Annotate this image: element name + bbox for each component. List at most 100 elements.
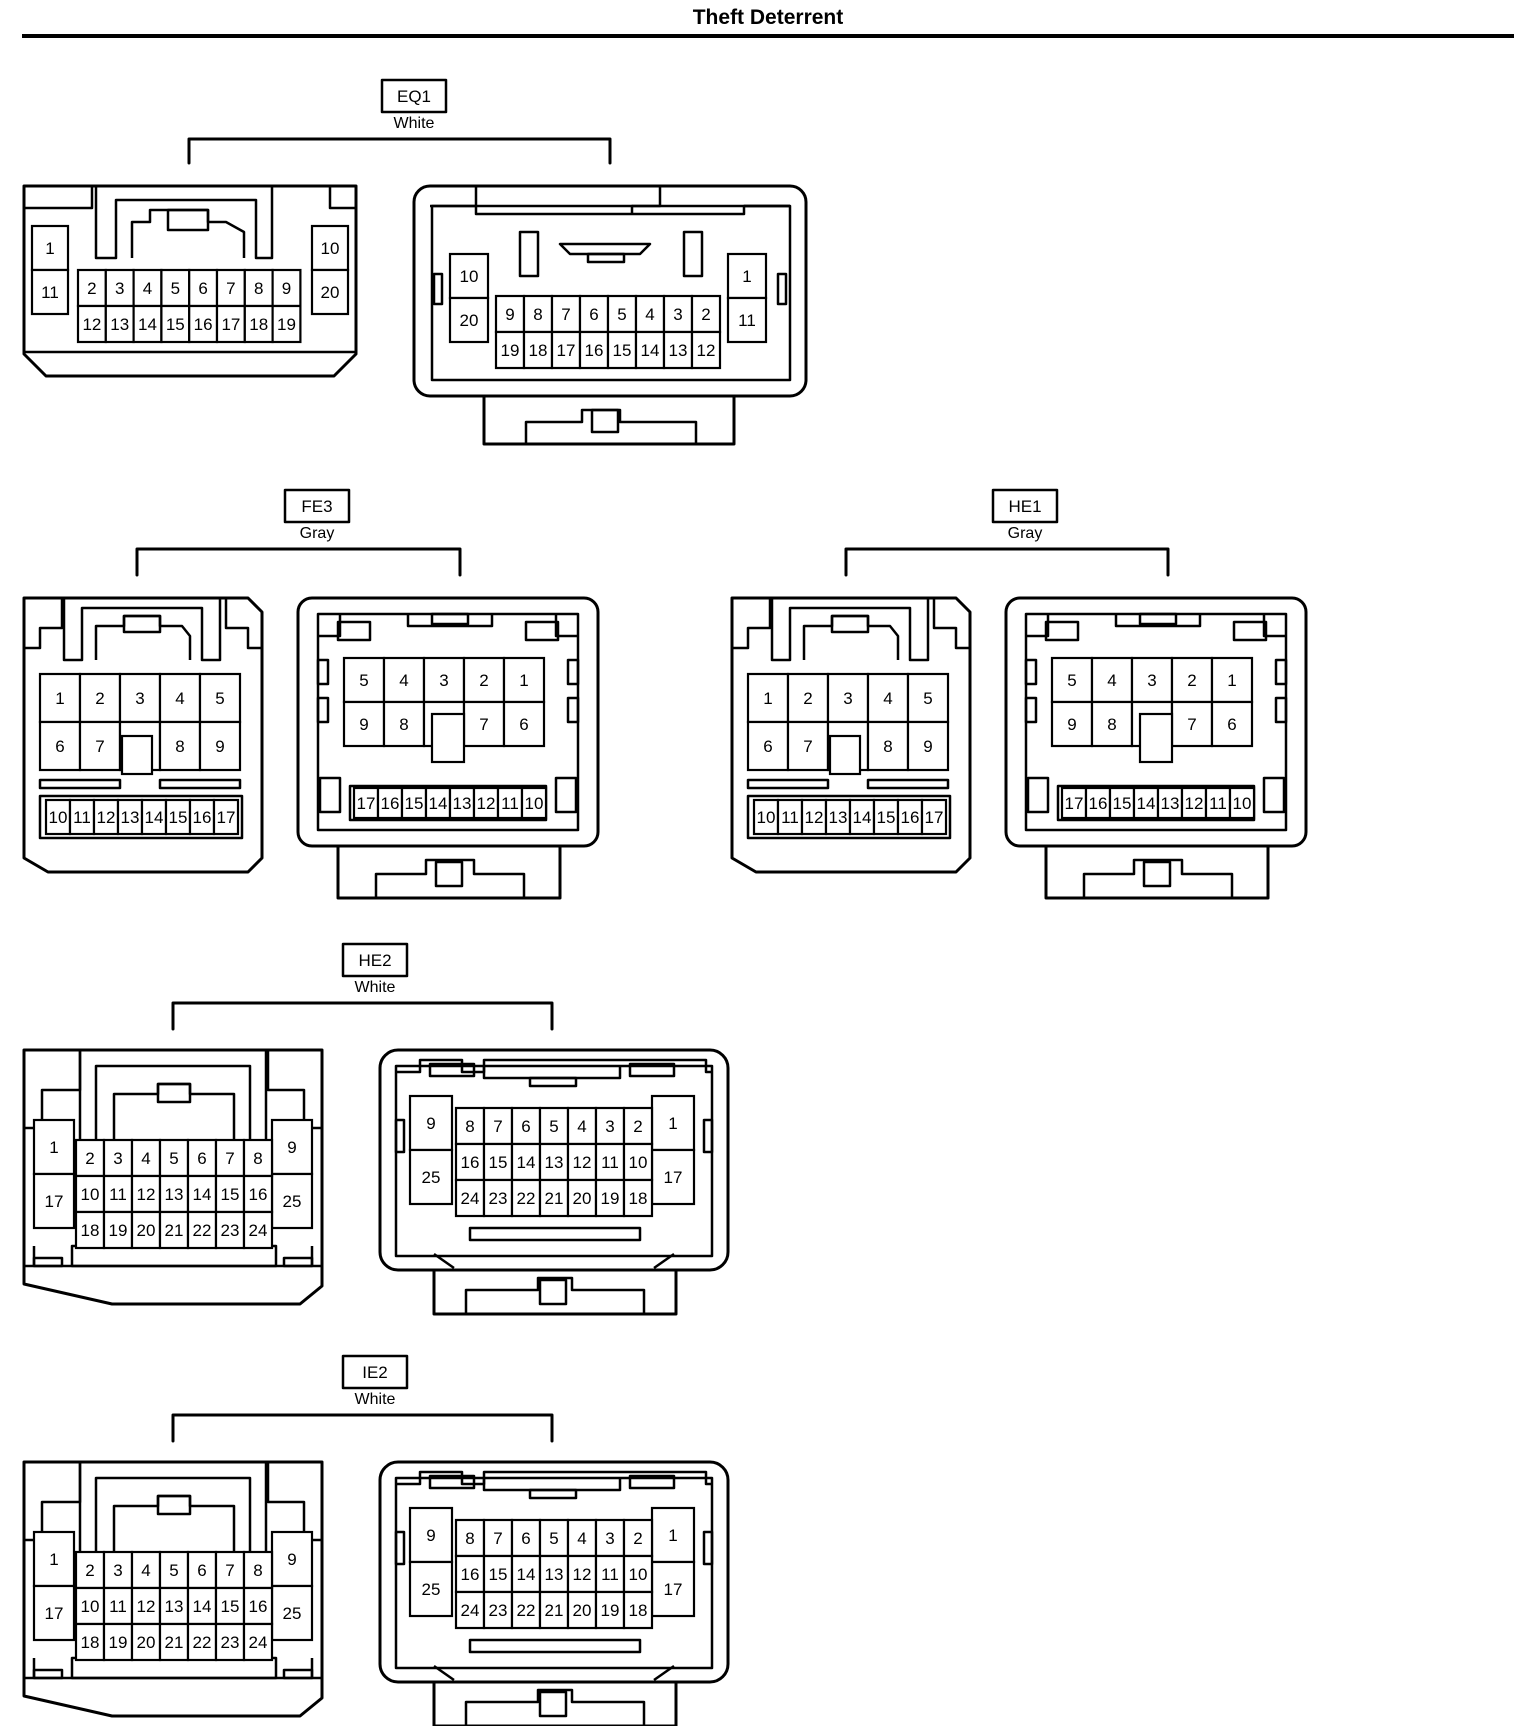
- pin-cell: [448, 296, 490, 344]
- pin-cavity: 3: [104, 268, 135, 308]
- pin-cavity: 20: [130, 1210, 162, 1250]
- pin-cell: [376, 786, 404, 820]
- housing-outline: [464, 1276, 646, 1314]
- pin-number: 1: [1227, 671, 1236, 690]
- pin-cell: [776, 798, 804, 836]
- pin-cavity: 13: [538, 1554, 570, 1594]
- pin-number: 9: [426, 1526, 435, 1545]
- pin-number: 7: [493, 1117, 502, 1136]
- connector-id-box: [341, 942, 409, 978]
- pin-cavity: 6: [510, 1106, 542, 1146]
- pin-number: 13: [165, 1597, 184, 1616]
- pin-number: 11: [41, 283, 59, 302]
- pin-number: 9: [505, 305, 514, 324]
- pin-cell: [454, 1178, 486, 1218]
- pin-cavity: 10: [448, 252, 490, 300]
- pin-cavity: 13: [538, 1142, 570, 1182]
- housing-outline: [24, 598, 64, 650]
- pin-cavity: 8: [522, 294, 554, 334]
- pin-row-frame: [746, 794, 952, 840]
- pin-number: 8: [253, 1149, 262, 1168]
- pin-number: 19: [277, 315, 296, 334]
- housing-outline: [730, 596, 972, 874]
- housing-outline: [24, 1462, 82, 1542]
- pin-number: 4: [141, 1149, 150, 1168]
- pin-cell: [310, 268, 350, 316]
- pin-number: 22: [193, 1633, 212, 1652]
- pin-cell: [690, 330, 722, 370]
- pin-cavity: 23: [214, 1622, 246, 1662]
- pin-number: 25: [283, 1192, 302, 1211]
- housing-outline: [1082, 858, 1234, 898]
- pin-cell: [242, 1622, 274, 1662]
- pin-cavity: 18: [74, 1622, 106, 1662]
- housing-outline: [412, 184, 808, 398]
- pin-cavity: 12: [472, 786, 500, 820]
- housing-detail: [566, 696, 580, 724]
- pin-cavity: 17: [32, 1584, 76, 1642]
- pin-cavity: 15: [400, 786, 428, 820]
- pin-cavity: 19: [102, 1210, 134, 1250]
- pin-cavity: 4: [132, 268, 163, 308]
- pin-cavity: 5: [160, 268, 191, 308]
- pin-cavity: 1: [726, 252, 768, 300]
- pin-cell: [400, 786, 428, 820]
- pin-cavity: 10: [520, 786, 548, 820]
- pin-cell: [271, 268, 302, 308]
- pin-number: 6: [197, 1149, 206, 1168]
- pin-cavity: 5: [198, 672, 242, 724]
- pin-cavity: 10: [622, 1554, 654, 1594]
- housing-detail: [1026, 776, 1050, 814]
- pin-number: 18: [629, 1601, 648, 1620]
- pin-cavity: 1: [1210, 656, 1254, 704]
- housing-detail: [468, 1638, 642, 1654]
- connector-id-box: [341, 1354, 409, 1390]
- pin-number: 5: [617, 305, 626, 324]
- pin-cavity: 4: [382, 656, 426, 704]
- housing-detail: [166, 208, 210, 232]
- pin-number: 20: [321, 283, 340, 302]
- pin-number: 2: [479, 671, 488, 690]
- pin-cell: [270, 1118, 314, 1176]
- pin-cell: [76, 304, 107, 344]
- pin-cavity: 11: [30, 268, 70, 316]
- pin-cavity: 13: [662, 330, 694, 370]
- pin-number: 1: [45, 239, 54, 258]
- connector-color: Gray: [300, 525, 335, 542]
- pin-number: 7: [493, 1529, 502, 1548]
- pin-cavity: 16: [188, 304, 219, 344]
- housing-detail: [282, 1256, 314, 1268]
- pin-cell: [566, 1178, 598, 1218]
- pin-number: 15: [166, 315, 185, 334]
- pin-number: 8: [253, 1561, 262, 1580]
- pin-cell: [102, 1550, 134, 1590]
- pin-number: 24: [249, 1633, 268, 1652]
- pin-number: 17: [664, 1580, 683, 1599]
- housing-outline: [130, 208, 246, 258]
- housing-detail: [1044, 620, 1080, 642]
- pin-cell: [408, 1506, 454, 1564]
- pin-cavity: 2: [1170, 656, 1214, 704]
- pin-number: 16: [193, 808, 212, 827]
- pin-cavity: 22: [186, 1622, 218, 1662]
- connector-id-box: [991, 488, 1059, 524]
- pin-cell: [1108, 786, 1136, 820]
- pin-cell: [198, 720, 242, 772]
- housing-detail: [590, 408, 620, 434]
- pin-cavity: 12: [566, 1554, 598, 1594]
- pin-cavity: 11: [776, 798, 804, 836]
- pin-cavity: 16: [896, 798, 924, 836]
- pin-cavity: 4: [566, 1518, 598, 1558]
- pin-cavity: 18: [243, 304, 274, 344]
- pin-cavity: 2: [76, 268, 107, 308]
- pin-number: 2: [803, 689, 812, 708]
- pin-cell: [92, 798, 120, 836]
- connector-id-box: [283, 488, 351, 524]
- housing-outline: [770, 598, 930, 662]
- connector-color: White: [355, 979, 396, 996]
- pin-number: 14: [138, 315, 157, 334]
- pin-cavity: 25: [270, 1172, 314, 1230]
- pin-number: 13: [453, 794, 472, 813]
